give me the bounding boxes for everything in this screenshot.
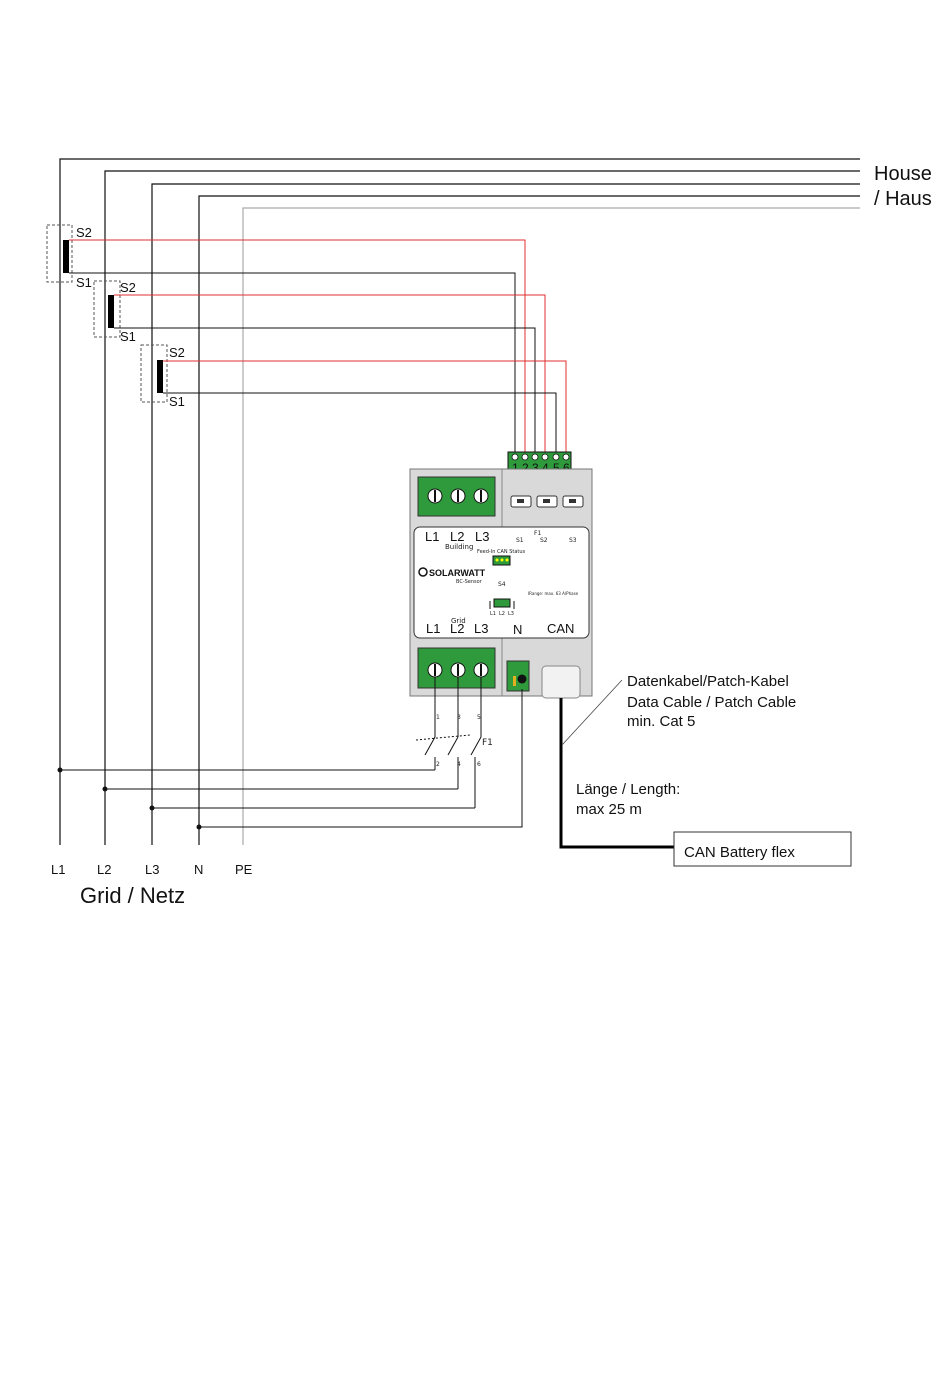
fuse-top-1: 1 [436,714,440,721]
ct-3-core [157,360,163,393]
device-bottom-l1: L1 [426,621,440,636]
fuse-f1 [60,677,523,828]
device-grid-label: Grid [451,617,466,625]
conductor-n [198,195,860,845]
device-top-l2: L2 [450,529,464,544]
house-label-2: / Haus [874,188,932,210]
conductor-l2 [104,170,860,845]
device-jumper-l1: L1 [490,611,496,617]
ct-2-s2: S2 [120,280,136,295]
ct-2-s1: S1 [120,329,136,344]
grid-label-pe: PE [235,862,253,877]
conductor-l3 [151,183,860,845]
ct2-s1-wire [114,327,536,457]
device-model: BC-Sensor [456,579,483,585]
ct-1: S2 S1 [46,224,92,290]
device-slot-s3: S3 [569,537,577,544]
house-label-1: House [874,163,932,185]
terminal-num-5: 5 [553,461,560,475]
fuse-top-3: 3 [457,714,461,721]
device-front-panel [413,526,590,639]
ct-1-outline [46,224,73,283]
device-jumper-l3: L3 [508,611,514,617]
device-brand: SOLARWATT [429,568,486,578]
device-bottom-l3: L3 [474,621,488,636]
device-n-label: N [513,622,522,637]
terminal-num-2: 2 [522,461,529,475]
ct-wires [69,239,567,457]
ct-1-s2: S2 [76,225,92,240]
conductor-l1 [59,158,860,845]
solarwatt-logo-icon [418,567,428,577]
bc-sensor-device: L1 L2 L3 Building Feed-In CAN Status F1 … [409,468,593,699]
terminal-num-6: 6 [563,461,570,475]
terminal-num-1: 1 [512,461,519,475]
device-led-labels: Feed-In CAN Status [477,549,526,555]
main-conductors [59,158,860,845]
junction-dots [57,767,202,830]
ct1-s2-wire [69,239,526,457]
cable-note-3: min. Cat 5 [627,713,695,730]
device-bottom-l2: L2 [450,621,464,636]
ct2-s2-wire [114,294,546,457]
fuse-bottom-4: 4 [457,761,461,768]
fuse-bottom-2: 2 [436,761,440,768]
fuse-top-5: 5 [477,714,481,721]
device-jumper [493,598,511,608]
device-jumper-l2: L2 [499,611,505,617]
grid-label-n: N [194,862,203,877]
fuse-bottom-6: 6 [477,761,481,768]
battery-box [673,831,852,867]
battery-box-label: CAN Battery flex [684,844,795,861]
device-s4-label: S4 [498,581,506,588]
ct-2-core [108,295,114,328]
cable-note-2: Data Cable / Patch Cable [627,694,796,711]
device-can-label: CAN [547,621,574,636]
ct-3-outline [140,344,168,403]
device-slot-s1: S1 [516,537,524,544]
can-port [541,665,581,699]
ct3-s2-wire [163,360,567,457]
ct-1-core [63,240,69,273]
ct-1-s1: S1 [76,275,92,290]
cable-pointer [561,679,623,746]
fuse-label: F1 [482,738,493,748]
can-cable [559,698,674,849]
ct-2-outline [93,280,121,338]
cable-note-1: Datenkabel/Patch-Kabel [627,673,789,690]
grid-title: Grid / Netz [80,883,185,908]
device-n-terminal [506,660,530,692]
length-note-1: Länge / Length: [576,781,680,798]
device-current-note: IRange: max. 63 A/Phase [528,591,579,596]
ct-2: S2 S1 [93,280,136,344]
device-top-l1: L1 [425,529,439,544]
device-top-l3: L3 [475,529,489,544]
grid-label-l3: L3 [145,862,159,877]
device-f1-label: F1 [534,530,541,537]
device-building-label: Building [445,543,473,551]
terminal-num-4: 4 [542,461,549,475]
length-note-2: max 25 m [576,801,642,818]
ct3-s1-wire [163,392,557,457]
device-slot-s2: S2 [540,537,548,544]
ct-3-s2: S2 [169,345,185,360]
ct-3-s1: S1 [169,394,185,409]
ct-3: S2 S1 [140,344,185,409]
grid-label-l1: L1 [51,862,65,877]
grid-label-l2: L2 [97,862,111,877]
ct1-s1-wire [69,272,516,457]
terminal-num-3: 3 [532,461,539,475]
conductor-pe [242,207,860,845]
